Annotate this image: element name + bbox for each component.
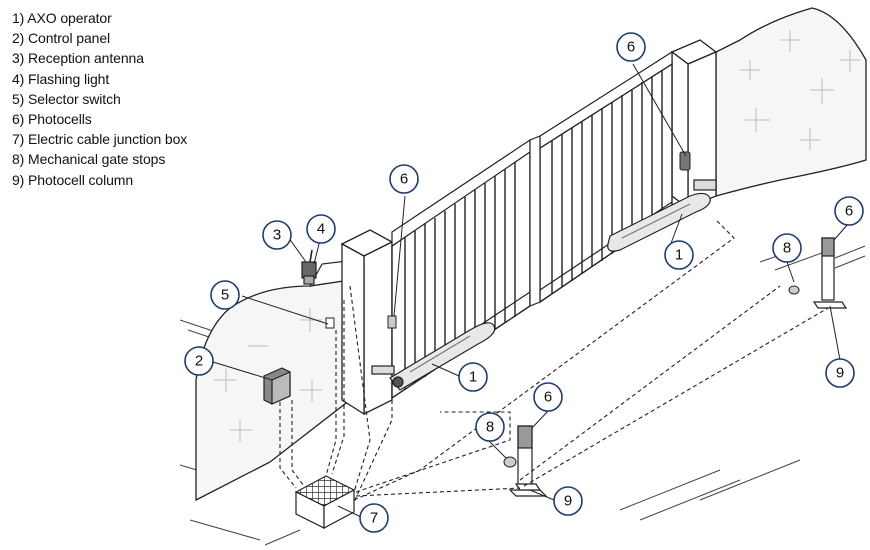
callout-6-pillar-right xyxy=(616,32,646,62)
callout-8-front xyxy=(475,412,505,442)
callout-5-number: 5 xyxy=(221,287,229,304)
axo-operator-right xyxy=(607,179,717,252)
callout-1-right-number: 1 xyxy=(675,247,683,264)
callout-5 xyxy=(210,280,240,310)
callout-9-front-number: 9 xyxy=(564,493,572,510)
legend-item-control-panel: 2) Control panel xyxy=(12,30,111,47)
callout-8-back-number: 8 xyxy=(783,240,791,257)
callout-6-pillar-right-number: 6 xyxy=(627,39,635,56)
callout-6-column-back xyxy=(834,196,864,226)
callout-6-column-back-number: 6 xyxy=(845,203,853,220)
callout-1-right xyxy=(664,240,694,270)
legend-item-reception-antenna: 3) Reception antenna xyxy=(12,50,144,67)
callout-2-number: 2 xyxy=(195,353,203,370)
legend: 1) AXO operator 2) Control panel 3) Rece… xyxy=(12,8,187,190)
photocell-pillar-left xyxy=(387,315,397,329)
photocell-column-back xyxy=(812,237,848,309)
callout-9-back xyxy=(825,358,855,388)
flashing-light-and-antenna xyxy=(301,249,317,285)
leader-lines xyxy=(212,63,849,518)
right-wall xyxy=(715,7,867,197)
legend-item-gate-stops: 8) Mechanical gate stops xyxy=(12,151,166,168)
callout-9-back-number: 9 xyxy=(836,365,844,382)
legend-item-selector-switch: 5) Selector switch xyxy=(12,90,121,107)
callout-1-left xyxy=(458,362,488,392)
callout-3-number: 3 xyxy=(273,227,281,244)
gate-leaves xyxy=(391,50,673,400)
callout-8-front-number: 8 xyxy=(486,419,494,436)
control-panel xyxy=(263,367,291,405)
callout-6-column-front xyxy=(533,382,563,412)
axo-operator-left xyxy=(371,322,496,391)
legend-item-junction-box: 7) Electric cable junction box xyxy=(12,131,188,148)
callout-4 xyxy=(306,214,336,244)
callout-3 xyxy=(262,220,292,250)
junction-box xyxy=(294,475,356,529)
selector-switch xyxy=(325,317,335,329)
callout-6-column-front-number: 6 xyxy=(544,389,552,406)
callout-1-left-number: 1 xyxy=(469,369,477,386)
callout-7 xyxy=(359,503,389,533)
legend-item-photocells: 6) Photocells xyxy=(12,111,92,128)
callout-9-front xyxy=(553,486,583,516)
callout-4-number: 4 xyxy=(317,221,325,238)
left-pillar xyxy=(340,229,394,416)
callout-2 xyxy=(184,346,214,376)
callout-7-number: 7 xyxy=(370,510,378,527)
legend-item-axo-operator: 1) AXO operator xyxy=(12,10,112,26)
cable-runs xyxy=(279,219,829,503)
callout-6-pillar-left xyxy=(389,164,419,194)
legend-item-photocell-column: 9) Photocell column xyxy=(12,171,134,188)
mechanical-gate-stops xyxy=(503,285,800,468)
legend-item-flashing-light: 4) Flashing light xyxy=(12,70,110,87)
photocell-column-front xyxy=(508,425,548,497)
callouts xyxy=(184,32,864,533)
photocell-pillar-right xyxy=(679,151,691,171)
callout-6-pillar-left-number: 6 xyxy=(400,171,408,188)
callout-8-back xyxy=(772,233,802,263)
